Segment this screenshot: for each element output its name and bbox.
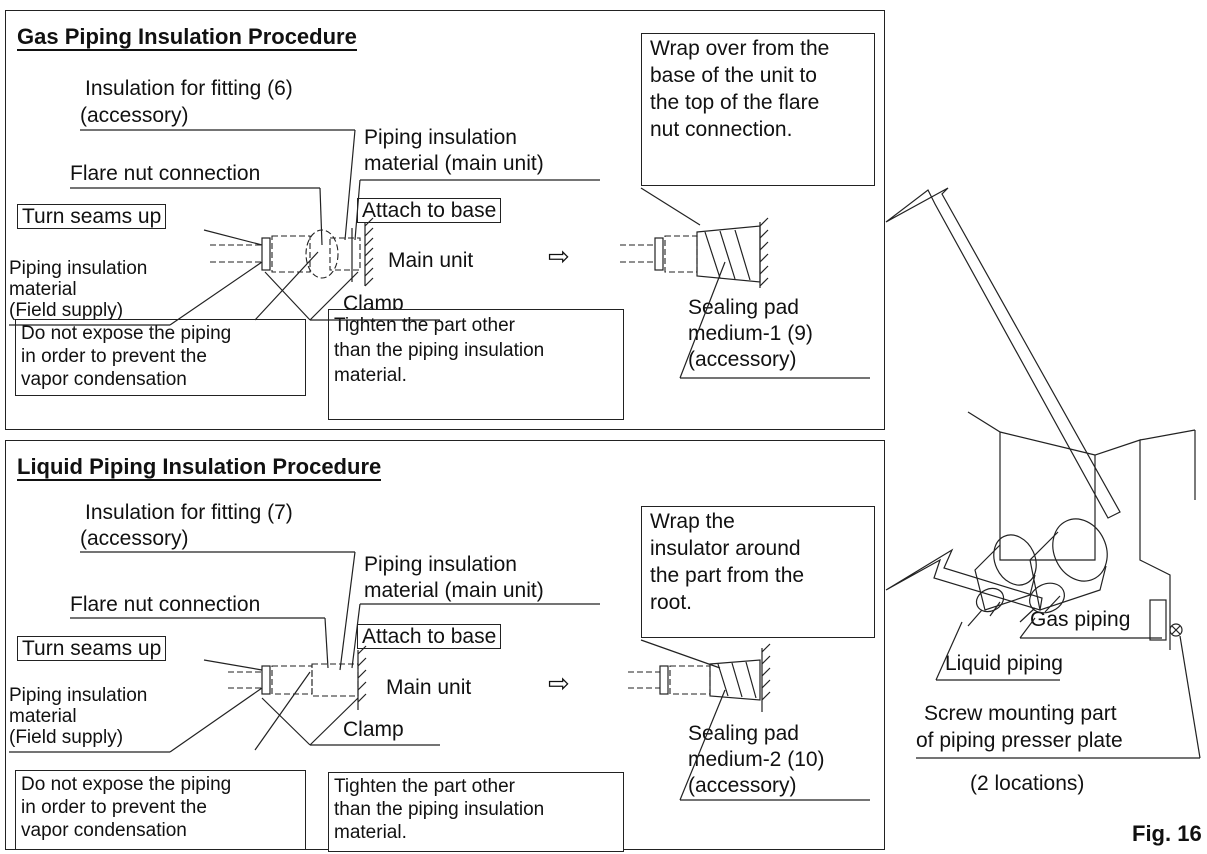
liquid-insulation-fitting-label-2: (accessory) <box>80 527 189 550</box>
liquid-sealing-label-1: Sealing pad <box>688 722 799 745</box>
liquid-pipe-right <box>628 643 771 712</box>
liquid-field-supply-label-2: material <box>9 706 77 727</box>
gas-insulation-fitting-label-2: (accessory) <box>80 104 189 127</box>
liquid-panel-title: Liquid Piping Insulation Procedure <box>17 454 382 481</box>
indoor-unit-drawing <box>967 411 1196 650</box>
liquid-wrap-note: Wrap the insulator around the part from … <box>641 506 875 638</box>
liquid-piping-insulation-main-label-2: material (main unit) <box>364 579 544 602</box>
liquid-sealing-label-2: medium-2 (10) <box>688 748 825 771</box>
liquid-wrap-line-1: Wrap the <box>650 510 735 533</box>
liquid-expose-line-3: vapor condensation <box>21 820 187 841</box>
liquid-wrap-line-3: the part from the <box>650 564 805 587</box>
gas-panel-title: Gas Piping Insulation Procedure <box>17 24 357 51</box>
gas-field-supply-label-3: (Field supply) <box>9 300 124 321</box>
gas-expose-line-1: Do not expose the piping <box>21 323 232 344</box>
gas-field-supply-label-1: Piping insulation <box>9 258 148 279</box>
screw-mount-label-3: (2 locations) <box>970 772 1085 795</box>
liquid-leader-lines <box>9 551 870 801</box>
gas-sealing-label-3: (accessory) <box>688 348 797 371</box>
liquid-piping-insulation-main-label-1: Piping insulation <box>364 553 517 576</box>
gas-expose-note: Do not expose the piping in order to pre… <box>15 319 306 396</box>
gas-wrap-line-1: Wrap over from the <box>650 37 830 60</box>
gas-piping-insulation-main-label-2: material (main unit) <box>364 152 544 175</box>
liquid-expose-note: Do not expose the piping in order to pre… <box>15 770 306 850</box>
screw-mount-label-1: Screw mounting part <box>924 702 1117 725</box>
liquid-tighten-line-3: material. <box>334 822 407 843</box>
gas-main-unit-label: Main unit <box>388 249 474 272</box>
liquid-turn-seams-label: Turn seams up <box>17 636 167 661</box>
gas-pipe-left <box>210 217 374 287</box>
liquid-wrap-line-2: insulator around <box>650 537 801 560</box>
liquid-step-arrow: ⇨ <box>548 668 570 698</box>
gas-wrap-line-2: base of the unit to <box>650 64 817 87</box>
screw-mount-label-2: of piping presser plate <box>916 729 1123 752</box>
figure-label: Fig. 16 <box>1132 821 1202 846</box>
callout-arrows <box>885 187 1121 611</box>
gas-expose-line-3: vapor condensation <box>21 369 187 390</box>
gas-wrap-line-3: the top of the flare <box>650 91 820 114</box>
liquid-main-unit-label: Main unit <box>386 676 472 699</box>
liquid-field-supply-label-3: (Field supply) <box>9 727 124 748</box>
gas-piping-label: Gas piping <box>1030 608 1131 631</box>
liquid-flare-nut-label: Flare nut connection <box>70 593 261 616</box>
gas-wrap-line-4: nut connection. <box>650 118 793 141</box>
gas-expose-line-2: in order to prevent the <box>21 346 207 367</box>
liquid-tighten-line-2: than the piping insulation <box>334 799 545 820</box>
liquid-tighten-line-1: Tighten the part other <box>334 776 515 797</box>
gas-tighten-note: Tighten the part other than the piping i… <box>328 309 624 420</box>
gas-tighten-line-2: than the piping insulation <box>334 340 545 361</box>
liquid-attach-base-label: Attach to base <box>357 624 502 649</box>
liquid-insulation-fitting-label-1: Insulation for fitting (7) <box>85 501 293 524</box>
gas-sealing-label-2: medium-1 (9) <box>688 322 813 345</box>
gas-pipe-right <box>620 217 769 288</box>
gas-leader-lines <box>9 129 870 379</box>
liquid-wrap-line-4: root. <box>650 591 693 614</box>
liquid-expose-line-2: in order to prevent the <box>21 797 207 818</box>
liquid-sealing-label-3: (accessory) <box>688 774 797 797</box>
gas-piping-insulation-main-label-1: Piping insulation <box>364 126 517 149</box>
gas-insulation-fitting-label-1: Insulation for fitting (6) <box>85 77 293 100</box>
liquid-field-supply-label-1: Piping insulation <box>9 685 148 706</box>
gas-wrap-note: Wrap over from the base of the unit to t… <box>641 33 875 186</box>
gas-flare-nut-label: Flare nut connection <box>70 162 261 185</box>
gas-tighten-line-3: material. <box>334 365 407 386</box>
gas-turn-seams-label: Turn seams up <box>17 204 167 229</box>
unit-leader-lines <box>916 617 1201 759</box>
gas-step-arrow: ⇨ <box>548 241 570 271</box>
liquid-pipe-left <box>228 645 367 710</box>
liquid-clamp-label: Clamp <box>343 718 404 741</box>
liquid-tighten-note: Tighten the part other than the piping i… <box>328 772 624 852</box>
gas-attach-base-label: Attach to base <box>357 198 502 223</box>
gas-field-supply-label-2: material <box>9 279 77 300</box>
liquid-piping-label: Liquid piping <box>945 652 1063 675</box>
liquid-expose-line-1: Do not expose the piping <box>21 774 232 795</box>
